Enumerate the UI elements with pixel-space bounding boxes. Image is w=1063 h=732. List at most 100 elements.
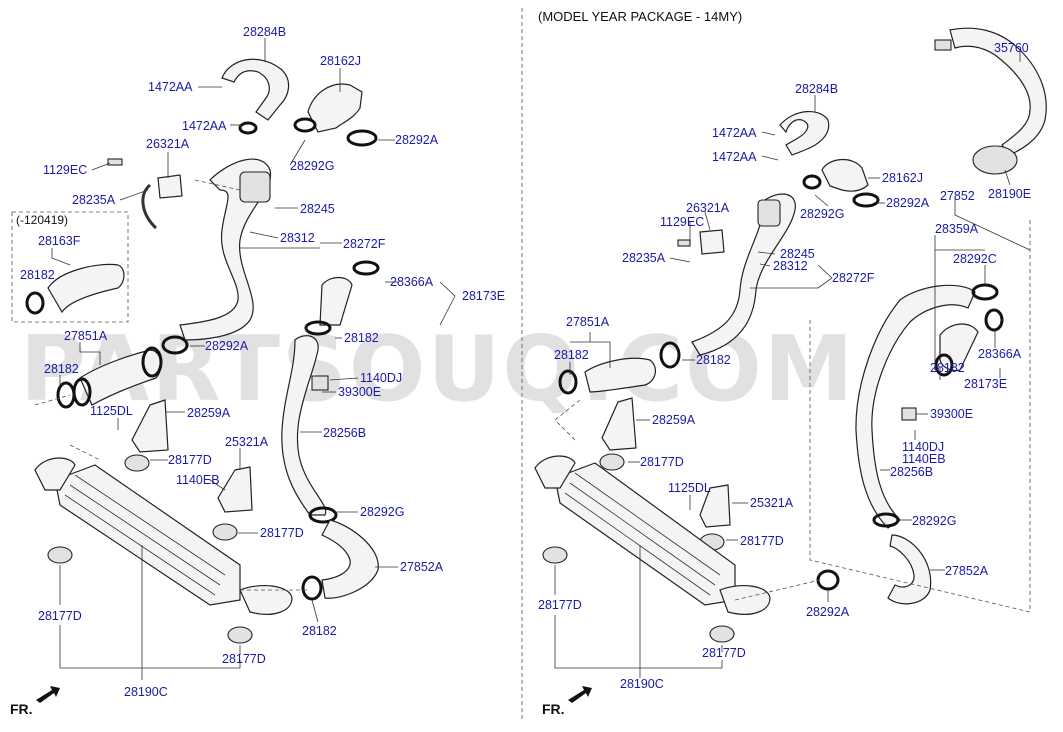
clamp-28182-inset	[25, 291, 45, 315]
clamp-28292a-right-2	[816, 569, 840, 591]
hose-28284b-right	[779, 111, 830, 156]
label-28162j: 28162J	[320, 54, 361, 68]
label-1140dj: 1140DJ	[360, 371, 402, 385]
label-28177d-right-2: 28177D	[740, 534, 784, 548]
label-1472aa-right: 1472AA	[712, 126, 757, 140]
fr-direction-left: FR.	[10, 686, 60, 717]
label-28284b-right: 28284B	[795, 82, 838, 96]
label-28245: 28245	[300, 202, 335, 216]
mount-28177d-b	[212, 523, 238, 541]
sensor-39300e	[311, 375, 329, 391]
hose-28173e	[319, 276, 353, 326]
bolt-1129ec-right	[677, 239, 691, 247]
label-27851a-right: 27851A	[566, 315, 610, 329]
right-guide-lines	[554, 399, 821, 601]
right-leader-lines	[554, 50, 1031, 678]
left-labels: 28284B 1472AA 28162J 1472AA 28292A 26321…	[20, 25, 505, 699]
left-panel-art	[11, 58, 380, 644]
hose-28235a	[141, 183, 158, 230]
left-leader-lines	[51, 38, 456, 680]
pipe-28359a	[855, 284, 976, 529]
label-27852: 27852	[940, 189, 975, 203]
left-guide-lines	[34, 179, 310, 591]
inset-box	[11, 211, 129, 323]
hose-27852a-right	[887, 534, 932, 605]
clamp-28182-d	[304, 320, 332, 336]
fr-arrow-left-icon	[36, 686, 60, 703]
label-28182-right: 28182	[554, 348, 589, 362]
label-28177d-4: 28177D	[222, 652, 266, 666]
label-28312-right: 28312	[773, 259, 808, 273]
bracket-28259a	[131, 399, 169, 453]
label-1129ec: 1129EC	[43, 163, 87, 177]
hose-28284b	[221, 58, 290, 121]
right-labels: 35760 28284B 1472AA 1472AA 28162J 28190E…	[538, 41, 1031, 691]
intercooler-28190c	[54, 464, 241, 606]
label-28182-right-3: 28182	[930, 361, 965, 375]
label-28272f-right: 28272F	[832, 271, 875, 285]
label-28235a-right: 28235A	[622, 251, 666, 265]
clamp-28182-right-b	[558, 369, 578, 395]
label-28256b-right: 28256B	[890, 465, 933, 479]
label-28292g-2: 28292G	[360, 505, 404, 519]
label-27851a: 27851A	[64, 329, 108, 343]
label-28292a-2: 28292A	[205, 339, 249, 353]
label-28190e: 28190E	[988, 187, 1031, 201]
clamp-28182-c	[56, 381, 76, 409]
label-28177d: 28177D	[168, 453, 212, 467]
label-27852a-right: 27852A	[945, 564, 989, 578]
label-28190c: 28190C	[124, 685, 168, 699]
clamp-28292g	[293, 117, 317, 133]
pipe-28272f-right	[691, 193, 796, 356]
label-28182-4: 28182	[302, 624, 337, 638]
label-39300e: 39300E	[338, 385, 381, 399]
label-25321a-right: 25321A	[750, 496, 794, 510]
fr-arrow-right-icon	[568, 686, 592, 703]
sensor-39300e-right	[901, 407, 917, 421]
clamp-28292g-right	[802, 174, 822, 190]
right-guide-box	[809, 220, 1031, 613]
label-1129ec-right: 1129EC	[660, 215, 704, 229]
fr-label-right: FR.	[542, 701, 565, 717]
label-26321a-right: 26321A	[686, 201, 730, 215]
label-28366a: 28366A	[390, 275, 434, 289]
bolt-1129ec	[107, 158, 123, 166]
bracket-26321a-right	[699, 229, 725, 255]
bracket-25321a	[217, 466, 253, 513]
inset-title: (-120419)	[16, 213, 68, 227]
clamp-28366a-right	[984, 308, 1004, 332]
clamp-28182-right-a	[659, 341, 681, 369]
label-28162j-right: 28162J	[882, 171, 923, 185]
label-26321a: 26321A	[146, 137, 190, 151]
label-28182-right-2: 28182	[696, 353, 731, 367]
mount-28177d-d	[227, 626, 253, 644]
label-1140eb-right: 1140EB	[902, 452, 946, 466]
turbo-fitting	[239, 171, 271, 203]
label-28235a: 28235A	[72, 193, 116, 207]
label-28292a-right: 28292A	[886, 196, 930, 210]
fr-direction-right: FR.	[542, 686, 592, 717]
label-28292g-right-2: 28292G	[912, 514, 956, 528]
bracket-25321a-right	[699, 484, 731, 528]
fr-label-left: FR.	[10, 701, 33, 717]
label-25321a: 25321A	[225, 435, 269, 449]
clamp-35760	[934, 39, 952, 51]
label-28259a: 28259A	[187, 406, 231, 420]
clamp-1472aa	[238, 121, 258, 135]
mount-28177d-right-a	[599, 453, 625, 471]
mount-28177d-c	[47, 546, 73, 564]
bracket-28259a-right	[601, 397, 637, 451]
clamp-28366a	[352, 260, 380, 276]
label-28182-2: 28182	[344, 331, 379, 345]
label-1472aa-right-2: 1472AA	[712, 150, 757, 164]
bracket-26321a	[157, 174, 183, 199]
label-28190c-right: 28190C	[620, 677, 664, 691]
intercooler-right-inlet	[534, 455, 576, 489]
label-28359a: 28359A	[935, 222, 979, 236]
right-panel-title: (MODEL YEAR PACKAGE - 14MY)	[538, 9, 742, 24]
label-28177d-3: 28177D	[38, 609, 82, 623]
intercooler-right-outlet	[719, 584, 771, 615]
label-28163f: 28163F	[38, 234, 81, 248]
clamp-28292a	[346, 129, 378, 147]
